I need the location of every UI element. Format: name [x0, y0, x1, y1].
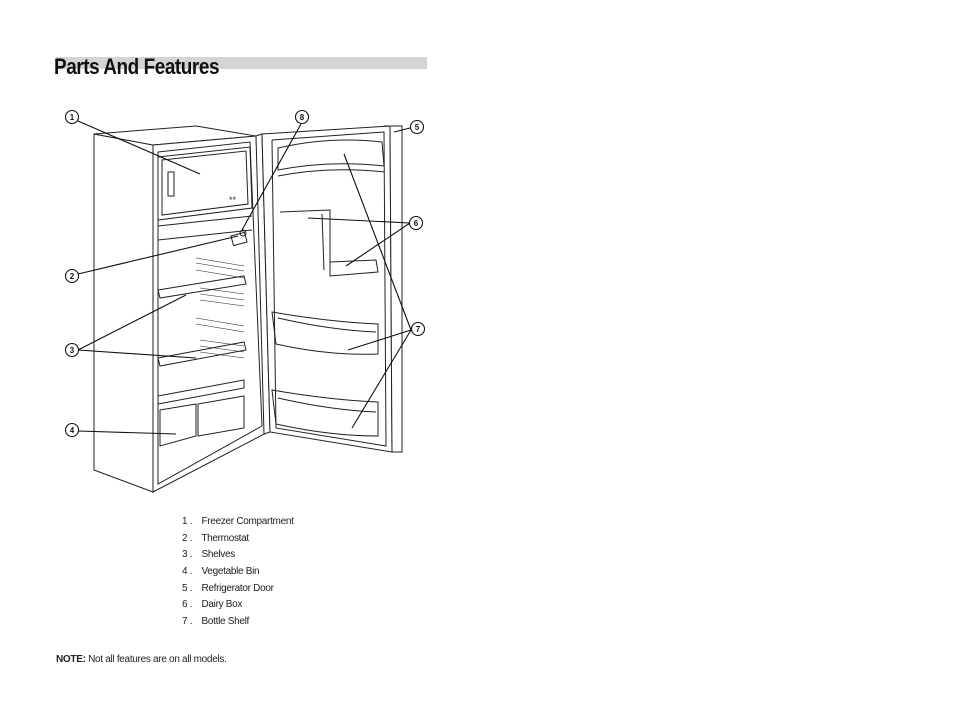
door-top-compartment-lip [277, 169, 385, 177]
part-label: Vegetable Bin [201, 566, 260, 578]
thermostat-housing-lower [157, 229, 253, 241]
cabinet-front-frame [152, 135, 269, 493]
door-side-panel [389, 125, 403, 453]
cabinet-inner-opening [157, 141, 263, 485]
dairy-box [279, 209, 379, 277]
parts-list-item: 1 . Freezer Compartment [182, 514, 294, 531]
parts-list-item: 4 . Vegetable Bin [182, 564, 294, 581]
svg-text:8: 8 [300, 113, 305, 122]
part-label: Shelves [201, 549, 235, 561]
svg-text:4: 4 [70, 426, 75, 435]
thermostat-knob [230, 231, 248, 247]
parts-list-item: 6 . Dairy Box [182, 597, 294, 614]
part-number: 1 . [182, 516, 193, 527]
lower-shelf-rails [195, 317, 245, 359]
callout-markers: 1 2 3 4 5 6 7 8 [64, 109, 426, 438]
leader-7b [347, 329, 412, 351]
leader-2 [77, 235, 239, 275]
svg-text:6: 6 [414, 219, 419, 228]
note-text: Not all features are on all models. [88, 654, 227, 665]
part-number: 4 . [182, 566, 193, 578]
lower-shelf [157, 341, 247, 367]
parts-list: 1 . Freezer Compartment 2 . Thermostat 3… [182, 514, 294, 631]
callout-8: 8 [294, 109, 310, 125]
leader-8 [241, 123, 302, 231]
thermostat-dial [239, 229, 247, 237]
leader-6a [307, 217, 411, 224]
svg-text:3: 3 [70, 346, 75, 355]
thermostat-housing [157, 215, 253, 227]
upper-shelf-rails [195, 257, 245, 307]
svg-text:1: 1 [70, 113, 75, 122]
glass-shelf [157, 379, 245, 405]
part-number: 5 . [182, 582, 193, 594]
title-underline-bar [56, 57, 427, 69]
parts-list-item: 3 . Shelves [182, 547, 294, 564]
part-label: Dairy Box [201, 599, 243, 611]
parts-list-item: 5 . Refrigerator Door [182, 581, 294, 598]
svg-text:2: 2 [70, 272, 75, 281]
freezer-door-inner [161, 150, 249, 216]
freezer-handle [167, 171, 175, 197]
svg-text:7: 7 [416, 325, 421, 334]
part-number: 7 . [182, 616, 193, 628]
part-number: 6 . [182, 599, 193, 611]
freezer-stars: ** [229, 195, 237, 205]
part-label: Bottle Shelf [201, 616, 250, 628]
leader-7c [351, 329, 412, 429]
callout-3: 3 [64, 342, 80, 358]
part-label: Thermostat [201, 532, 249, 544]
callout-1: 1 [64, 109, 80, 125]
leader-4 [77, 430, 177, 435]
part-label: Refrigerator Door [201, 582, 274, 594]
callout-7: 7 [410, 321, 426, 337]
callout-6: 6 [408, 215, 424, 231]
leader-1 [77, 120, 201, 175]
parts-list-item: 7 . Bottle Shelf [182, 614, 294, 631]
note-label: NOTE: [56, 654, 86, 665]
parts-list-item: 2 . Thermostat [182, 531, 294, 548]
upper-shelf [157, 275, 247, 299]
leader-5 [393, 127, 411, 133]
freezer-compartment [157, 146, 253, 221]
callout-2: 2 [64, 268, 80, 284]
cabinet-left-side [93, 133, 154, 493]
note: NOTE: Not all features are on all models… [56, 654, 227, 665]
part-number: 2 . [182, 532, 193, 544]
vegetable-bin-right [197, 395, 245, 437]
door-top-compartment [277, 139, 385, 171]
bottle-shelf-lower-top [277, 397, 377, 413]
callout-4: 4 [64, 422, 80, 438]
leader-7a [343, 153, 412, 331]
part-number: 3 . [182, 549, 193, 561]
leader-3a [77, 294, 187, 351]
bottle-shelf-upper-top [277, 317, 377, 333]
callout-5: 5 [409, 119, 425, 135]
leader-3b [77, 349, 197, 359]
page-title: Parts And Features [54, 54, 220, 79]
svg-text:5: 5 [415, 123, 420, 132]
dairy-box-side [321, 213, 325, 271]
bottle-shelf-upper [271, 311, 379, 355]
leader-lines [77, 120, 412, 435]
bottle-shelf-lower [271, 389, 379, 437]
part-label: Freezer Compartment [201, 516, 294, 527]
